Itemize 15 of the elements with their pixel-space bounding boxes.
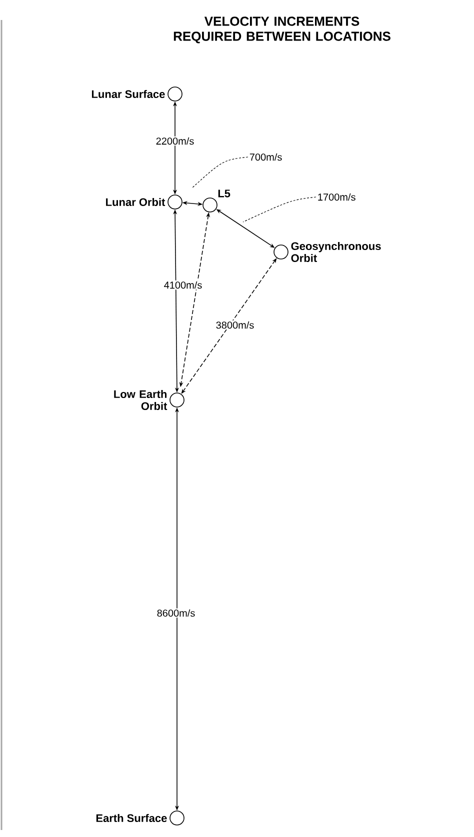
edge-label: 1700m/s (318, 193, 356, 201)
edge-label: 8600m/s (156, 608, 196, 618)
node-label: L5 (218, 190, 230, 198)
node-label: Geosynchronous Orbit (291, 242, 381, 262)
title: VELOCITY INCREMENTS REQUIRED BETWEEN LOCATIONS (174, 16, 390, 44)
edge-label: 700m/s (250, 153, 282, 161)
node-label: Low Earth Orbit (114, 390, 168, 410)
leader-line (242, 196, 316, 222)
node-label: Lunar Surface (92, 90, 165, 98)
edge-label: 3800m/s (214, 320, 256, 330)
edge-label: 4100m/s (162, 280, 204, 290)
edge-label: 2200m/s (154, 136, 196, 146)
leader-line (192, 156, 248, 188)
node-label: Earth Surface (96, 814, 167, 822)
node-label: Lunar Orbit (106, 198, 166, 206)
